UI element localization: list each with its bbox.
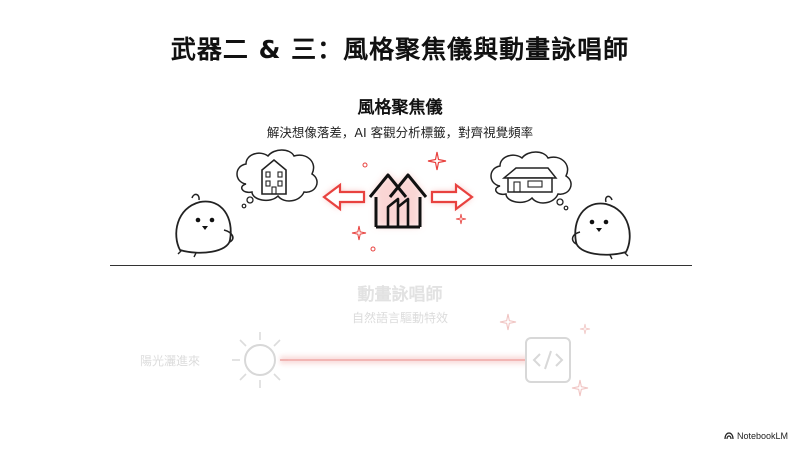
sparkle-icon [351, 225, 367, 241]
dot-icon [362, 162, 368, 168]
style-focus-arrows [322, 173, 474, 229]
notebooklm-logo-icon [724, 432, 734, 440]
sparkle-icon [455, 213, 467, 225]
sun-icon [232, 332, 288, 388]
brand-name: NotebookLM [736, 431, 788, 441]
light-beam [280, 356, 530, 364]
focus-section-subtitle: 解決想像落差，AI 客觀分析標籤，對齊視覺頻率 [266, 125, 534, 140]
animation-section-heading: 動畫詠唱師 [357, 285, 443, 305]
section-divider [110, 265, 692, 266]
sunlight-prompt-label: 陽光灑進來 [140, 354, 201, 368]
left-chick-icon [175, 193, 234, 258]
focus-section-heading: 風格聚焦儀 [357, 98, 443, 118]
right-chick-icon [571, 195, 631, 260]
sparkle-icon [579, 323, 591, 335]
code-icon [525, 337, 571, 383]
left-thought-bubble [236, 149, 318, 209]
dot-icon [370, 246, 376, 252]
sparkle-icon [571, 379, 589, 397]
sparkle-icon [427, 151, 447, 171]
notebooklm-watermark: NotebookLM [724, 431, 788, 441]
sparkle-icon [499, 313, 517, 331]
right-thought-bubble [490, 151, 572, 211]
slide-title: 武器二 & 三：風格聚焦儀與動畫詠唱師 [170, 35, 630, 64]
animation-section-subtitle: 自然語言驅動特效 [351, 311, 448, 325]
